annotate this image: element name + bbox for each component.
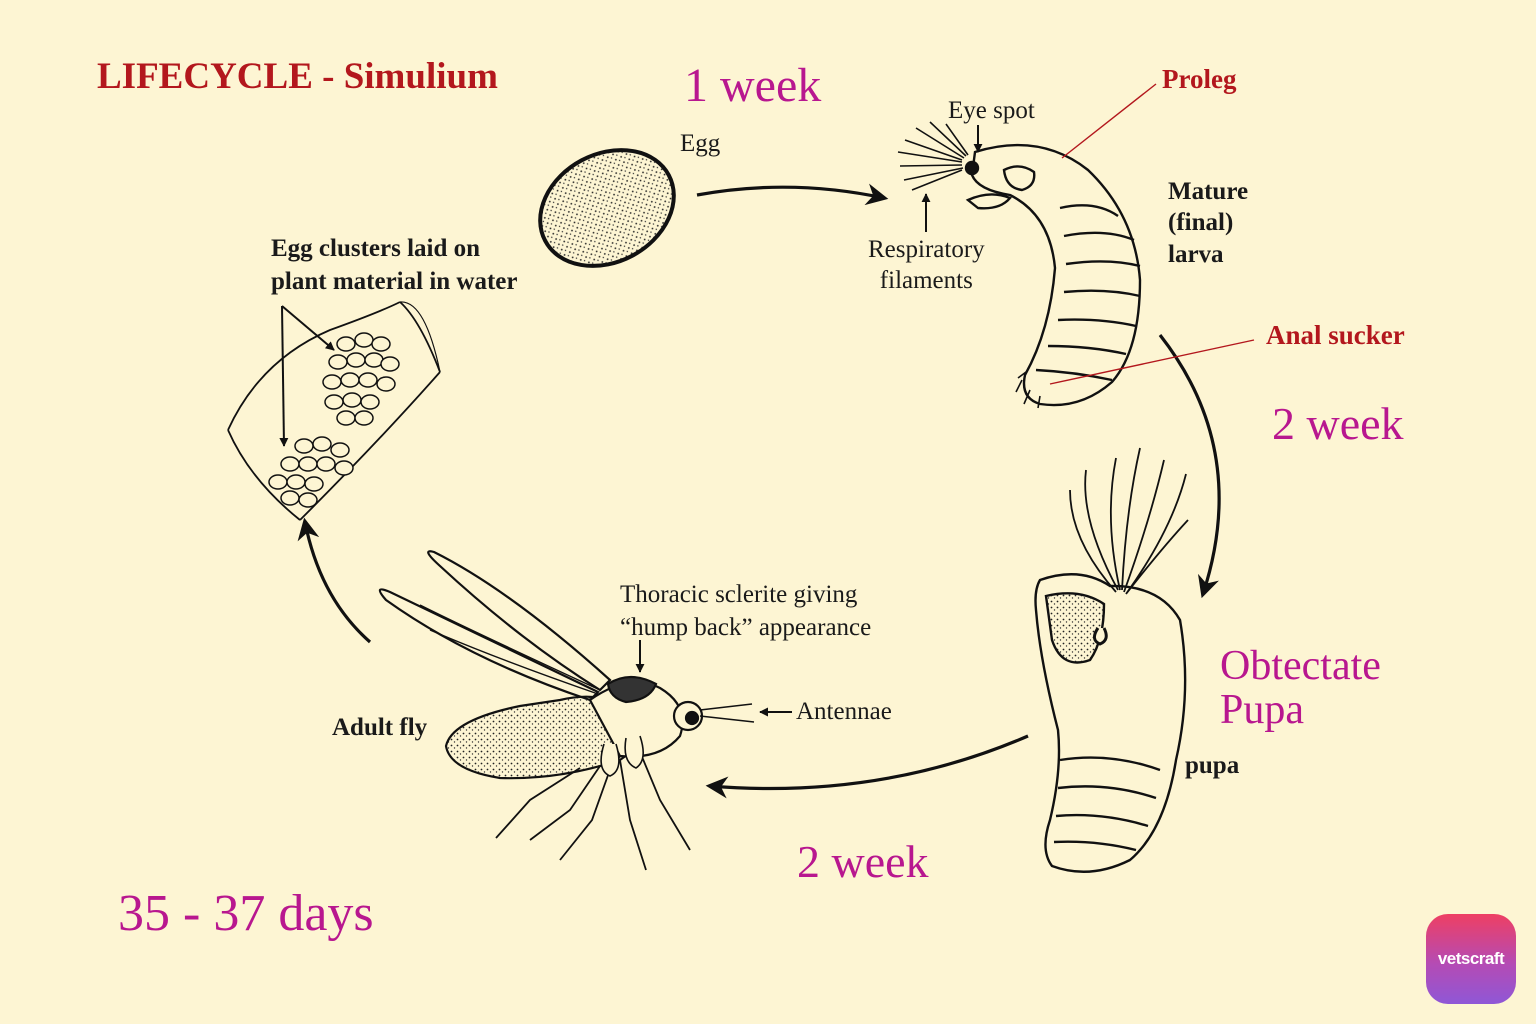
egg-cluster-drawing xyxy=(227,301,441,521)
vetscraft-logo: vetscraft xyxy=(1426,914,1516,1004)
duration-pupa-to-adult: 2 week xyxy=(797,836,929,887)
proleg-pointer xyxy=(1061,83,1157,159)
duration-total: 35 - 37 days xyxy=(118,885,374,942)
arrow-pupa-to-adult xyxy=(705,734,1029,799)
logo-text: vetscraft xyxy=(1437,949,1505,968)
duration-larva-to-pupa: 2 week xyxy=(1272,398,1404,449)
anal-sucker-label: Anal sucker xyxy=(1266,320,1405,350)
egg-cluster-pointer-lower xyxy=(279,305,289,447)
pupa-drawing xyxy=(1034,447,1189,873)
pupa-label: pupa xyxy=(1185,752,1240,779)
proleg-label: Proleg xyxy=(1162,64,1237,94)
respiratory-filaments-label: Respiratory filaments xyxy=(868,236,985,295)
eye-spot-label: Eye spot xyxy=(948,97,1035,124)
egg-label: Egg xyxy=(680,130,721,157)
egg-cluster-upper xyxy=(322,332,400,426)
arrow-adult-to-eggs xyxy=(297,517,372,644)
page-title: LIFECYCLE - Simulium xyxy=(97,56,498,97)
thoracic-sclerite-label: Thoracic sclerite giving “hump back” app… xyxy=(620,581,872,641)
egg-cluster-lower xyxy=(268,436,354,508)
egg-clusters-label: Egg clusters laid on plant material in w… xyxy=(271,235,518,295)
arrow-larva-to-pupa xyxy=(1158,334,1221,599)
adult-fly-drawing xyxy=(378,550,755,871)
antennae-label: Antennae xyxy=(796,698,892,725)
egg-drawing xyxy=(538,148,676,268)
adult-fly-label: Adult fly xyxy=(332,714,428,741)
arrow-egg-to-larva xyxy=(696,183,889,206)
duration-egg-to-larva: 1 week xyxy=(684,59,822,112)
larva-drawing xyxy=(897,121,1142,409)
anal-sucker-pointer xyxy=(1049,339,1255,385)
egg-cluster-pointer-upper xyxy=(281,305,335,351)
mature-larva-label: Mature (final) larva xyxy=(1168,178,1249,268)
obtectate-pupa-label: Obtectate Pupa xyxy=(1220,643,1381,734)
